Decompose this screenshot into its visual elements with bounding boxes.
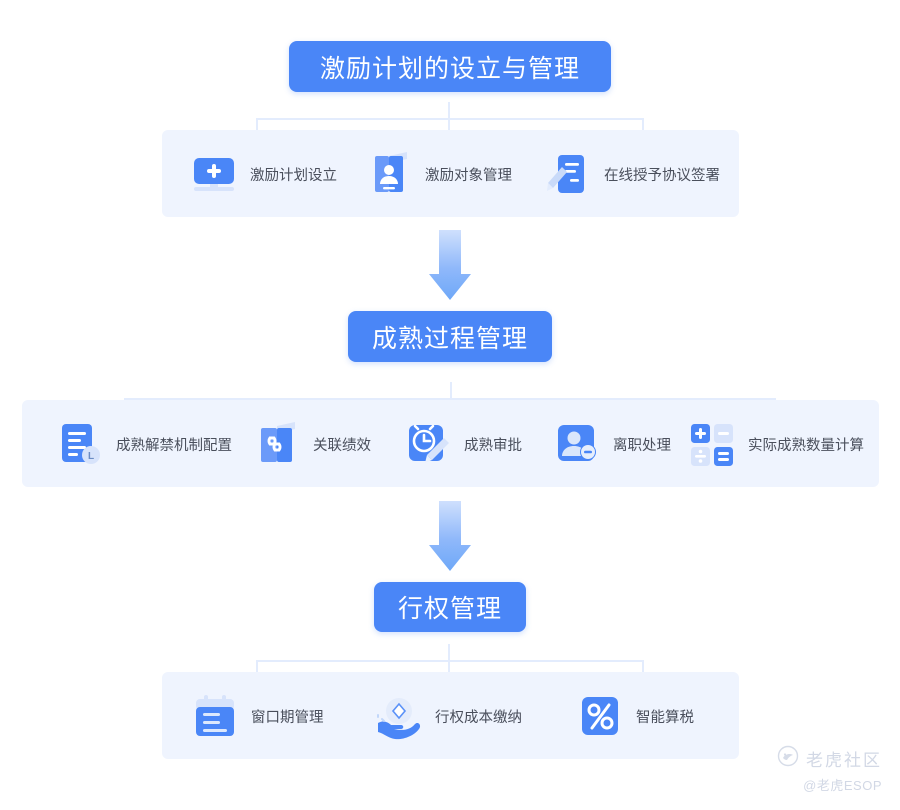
connector-bracket-section-3 bbox=[256, 644, 644, 674]
diagram-item-online-grant-agreement-signing[interactable]: 在线授予协议签署 bbox=[544, 146, 720, 202]
calendar-icon bbox=[191, 692, 239, 740]
diagram-item-vesting-unlock-rule-config[interactable]: L 成熟解禁机制配置 bbox=[56, 416, 232, 472]
connector-stem bbox=[448, 102, 450, 119]
arrow-plan-to-vesting bbox=[428, 230, 472, 307]
section-title-exercise-management: 行权管理 bbox=[374, 582, 526, 632]
calculator-icon bbox=[688, 420, 736, 468]
diagram-item-smart-tax-calculation[interactable]: 智能算税 bbox=[576, 688, 694, 744]
diagram-item-label: 行权成本缴纳 bbox=[435, 709, 522, 726]
diagram-item-actual-vested-quantity-calculation[interactable]: 实际成熟数量计算 bbox=[688, 416, 864, 472]
connector-drop bbox=[448, 660, 450, 672]
connector-endcap-right bbox=[642, 660, 644, 672]
diagram-item-label: 实际成熟数量计算 bbox=[748, 437, 864, 454]
connector-horizontal-bar bbox=[256, 660, 644, 662]
section-title-vesting-process-management: 成熟过程管理 bbox=[348, 311, 552, 362]
person-minus-icon bbox=[553, 420, 601, 468]
diagram-item-label: 关联绩效 bbox=[313, 437, 371, 454]
document-clock-icon: L bbox=[56, 420, 104, 468]
tiger-community-logo-icon bbox=[777, 745, 799, 772]
percent-icon bbox=[576, 692, 624, 740]
diagram-item-label: 智能算税 bbox=[636, 709, 694, 726]
diagram-item-vesting-approval[interactable]: 成熟审批 bbox=[404, 416, 522, 472]
diagram-item-incentive-plan-setup[interactable]: 激励计划设立 bbox=[190, 146, 337, 202]
items-panel-section-1 bbox=[162, 130, 739, 217]
diagram-item-resignation-handling[interactable]: 离职处理 bbox=[553, 416, 671, 472]
diagram-item-performance-link[interactable]: 关联绩效 bbox=[253, 416, 371, 472]
diagram-item-label: 窗口期管理 bbox=[251, 709, 324, 726]
diagram-item-incentive-target-management[interactable]: 激励对象管理 bbox=[365, 146, 512, 202]
diagram-item-label: 成熟解禁机制配置 bbox=[116, 437, 232, 454]
section-title-incentive-plan-setup: 激励计划的设立与管理 bbox=[289, 41, 611, 92]
diagram-item-label: 激励对象管理 bbox=[425, 167, 512, 184]
connector-stem bbox=[450, 382, 452, 399]
items-panel-section-3 bbox=[162, 672, 739, 759]
folder-link-icon bbox=[253, 420, 301, 468]
diagram-item-label: 在线授予协议签署 bbox=[604, 167, 720, 184]
clock-pen-icon bbox=[404, 420, 452, 468]
connector-horizontal-bar bbox=[256, 118, 644, 120]
connector-drop bbox=[448, 118, 450, 130]
arrow-vesting-to-exercise bbox=[428, 501, 472, 578]
id-card-person-icon bbox=[365, 150, 413, 198]
watermark-handle: @老虎ESOP bbox=[803, 778, 882, 793]
watermark: 老虎社区 @老虎ESOP bbox=[777, 745, 882, 794]
hand-diamond-icon bbox=[375, 692, 423, 740]
diagram-item-label: 成熟审批 bbox=[464, 437, 522, 454]
diagram-item-window-period-management[interactable]: 窗口期管理 bbox=[191, 688, 324, 744]
monitor-plus-icon bbox=[190, 150, 238, 198]
diagram-item-label: 离职处理 bbox=[613, 437, 671, 454]
connector-bracket-section-1 bbox=[256, 102, 644, 132]
document-pen-icon bbox=[544, 150, 592, 198]
connector-endcap-left bbox=[256, 660, 258, 672]
watermark-title: 老虎社区 bbox=[806, 751, 882, 770]
diagram-item-label: 激励计划设立 bbox=[250, 167, 337, 184]
items-panel-section-2 bbox=[22, 400, 879, 487]
connector-endcap-right bbox=[642, 118, 644, 130]
diagram-item-exercise-cost-payment[interactable]: 行权成本缴纳 bbox=[375, 688, 522, 744]
svg-text:L: L bbox=[88, 451, 94, 462]
connector-stem bbox=[448, 644, 450, 661]
connector-endcap-left bbox=[256, 118, 258, 130]
